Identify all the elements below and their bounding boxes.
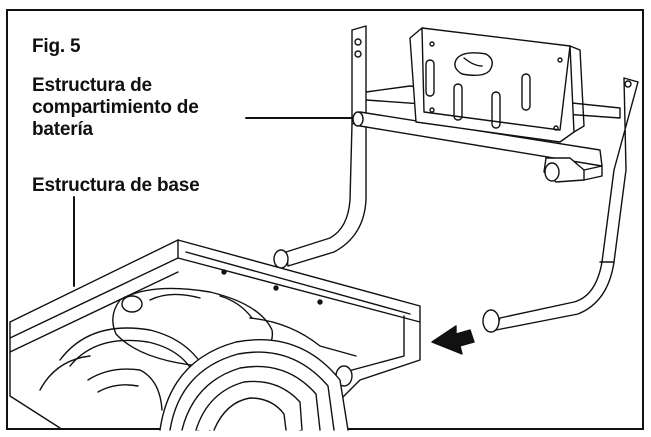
label-base-structure: Estructura de base [32, 175, 200, 196]
label-battery-line-1: Estructura de [32, 75, 152, 96]
battery-box [409, 27, 585, 143]
base-structure [9, 239, 421, 431]
label-battery-structure: Estructura de compartimiento de batería [32, 75, 199, 141]
figure-title: Fig. 5 [32, 36, 81, 57]
label-battery-line-3: batería [32, 119, 93, 140]
battery-frame-right-post [482, 77, 639, 333]
battery-connector [543, 157, 603, 183]
label-battery-line-2: compartimiento de [32, 97, 199, 118]
direction-arrow [431, 325, 475, 355]
battery-frame-left-post [273, 25, 367, 269]
